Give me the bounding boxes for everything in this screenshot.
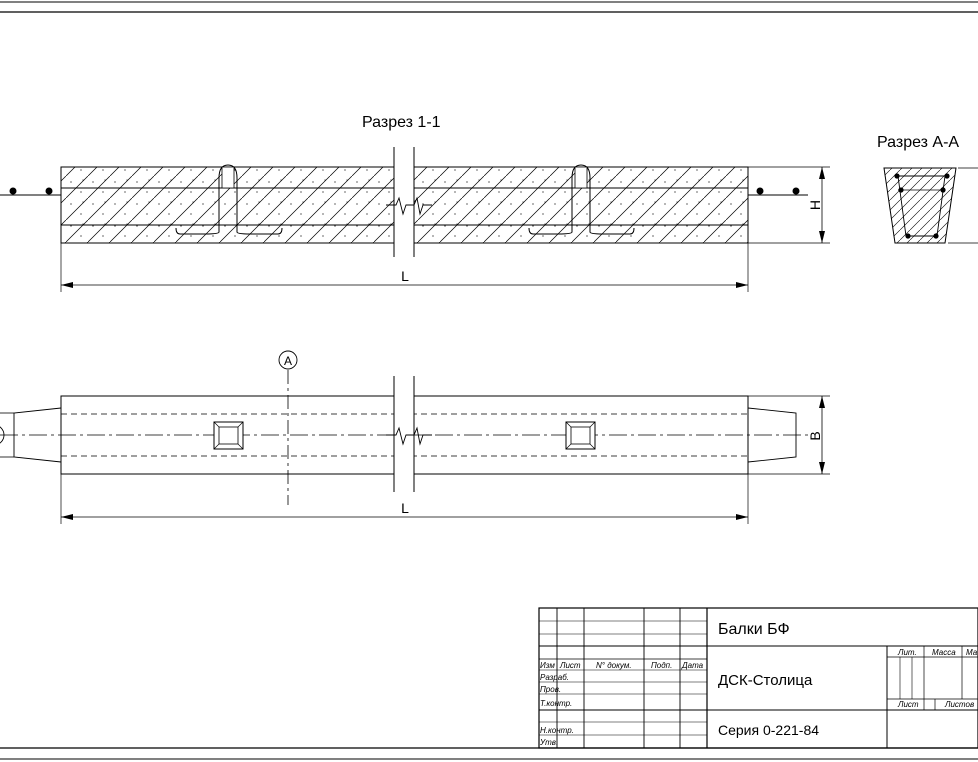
- break-symbol: [386, 196, 432, 216]
- rebar-point: [944, 173, 950, 179]
- row-label-approved: Утв.: [539, 738, 558, 747]
- plan-view: A B L: [0, 350, 830, 524]
- col-header-doc: N° докум.: [596, 661, 632, 670]
- strand-taper-left: [13, 407, 62, 463]
- rebar-point: [905, 233, 911, 239]
- row-label-ncontrol: Н.контр.: [540, 726, 574, 735]
- company-name: ДСК-Столица: [718, 672, 813, 689]
- break-gap: [394, 147, 414, 257]
- title-block: [538, 607, 978, 749]
- scale-label: Ма: [966, 648, 978, 657]
- rebar-point: [894, 173, 900, 179]
- plan-break-gap: [394, 376, 414, 492]
- row-label-tcontrol: Т.контр.: [540, 699, 572, 708]
- rebar-point: [933, 233, 939, 239]
- width-label: B: [807, 431, 823, 440]
- section-a-a: Разрез А-А: [877, 134, 978, 244]
- section-1-1: Разрез 1-1 H: [0, 114, 830, 292]
- loop-opening-right-inner: [570, 426, 591, 445]
- col-header-date: Дата: [681, 661, 704, 670]
- rebar-point: [898, 187, 904, 193]
- col-header-list: Лист: [559, 661, 581, 670]
- axis-marker: [278, 350, 298, 370]
- strand-taper-right: [747, 407, 797, 463]
- sheet-label: Лист: [897, 700, 919, 709]
- loop-opening-right-chamfer: [565, 421, 596, 450]
- series-number: Серия 0-221-84: [718, 722, 819, 738]
- height-label: H: [807, 200, 823, 210]
- strand-end-arc: [0, 426, 5, 444]
- loop-slot-right: [574, 166, 588, 189]
- lifting-loop-right-2: [528, 227, 573, 235]
- strand-end-right-2: [792, 187, 800, 195]
- col-header-izm: Изм: [540, 661, 555, 670]
- plan-break-symbol: [386, 426, 432, 446]
- rebar-point: [940, 187, 946, 193]
- lifting-loop-left-2: [175, 227, 220, 235]
- plan-length-label: L: [401, 500, 409, 516]
- loop-opening-left-chamfer: [213, 421, 244, 450]
- mass-label: Масса: [932, 648, 956, 657]
- section-1-1-title: Разрез 1-1: [362, 114, 441, 131]
- strand-end-left-1: [9, 187, 17, 195]
- strand-end-right-1: [756, 187, 764, 195]
- row-label-developed: Разраб.: [540, 673, 569, 682]
- section-a-a-title: Разрез А-А: [877, 134, 959, 151]
- loop-slot-left: [221, 166, 235, 189]
- row-label-checked: Пров.: [540, 685, 561, 694]
- cross-section-outline: [883, 167, 957, 244]
- lit-label: Лит.: [897, 648, 917, 657]
- strand-end-left-2: [45, 187, 53, 195]
- sheets-label: Листов: [944, 700, 974, 709]
- axis-a-label: A: [284, 354, 292, 368]
- loop-opening-left-inner: [218, 426, 239, 445]
- col-header-sign: Подп.: [651, 661, 672, 670]
- product-name: Балки БФ: [718, 621, 790, 638]
- length-label: L: [401, 268, 409, 284]
